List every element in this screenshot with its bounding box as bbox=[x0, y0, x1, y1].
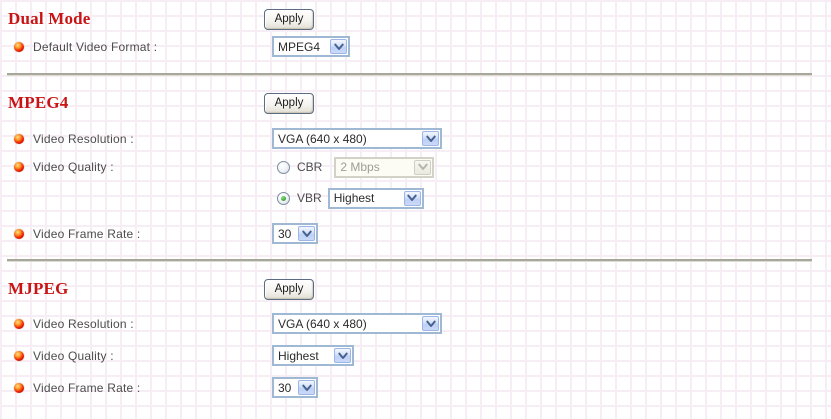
cbr-bitrate-value: 2 Mbps bbox=[340, 160, 380, 174]
mpeg4-video-resolution-select[interactable]: VGA (640 x 480) bbox=[272, 128, 442, 149]
red-orb-bullet-icon bbox=[14, 133, 24, 144]
vbr-quality-value: Highest bbox=[333, 191, 375, 205]
section-mjpeg: MJPEG Apply Video Resolution : VGA (640 … bbox=[0, 278, 831, 398]
mjpeg-apply-button[interactable]: Apply bbox=[264, 278, 314, 300]
section-divider bbox=[7, 73, 812, 76]
mpeg4-video-resolution-row: Video Resolution : VGA (640 x 480) bbox=[14, 128, 831, 149]
mpeg4-video-frame-rate-label: Video Frame Rate : bbox=[33, 226, 141, 241]
mpeg4-video-frame-rate-value: 30 bbox=[278, 226, 292, 241]
mjpeg-video-quality-row: Video Quality : Highest bbox=[14, 345, 831, 366]
mjpeg-video-resolution-select[interactable]: VGA (640 x 480) bbox=[272, 313, 442, 334]
mjpeg-video-resolution-row: Video Resolution : VGA (640 x 480) bbox=[14, 313, 831, 334]
red-orb-bullet-icon bbox=[14, 228, 24, 239]
chevron-down-icon bbox=[330, 39, 347, 54]
section-divider bbox=[7, 259, 812, 262]
mpeg4-video-quality-label: Video Quality : bbox=[33, 160, 114, 174]
red-orb-bullet-icon bbox=[14, 41, 24, 52]
chevron-down-icon bbox=[298, 380, 315, 395]
mpeg4-video-resolution-label: Video Resolution : bbox=[33, 131, 134, 146]
mjpeg-video-frame-rate-labelcol: Video Frame Rate : bbox=[14, 381, 272, 395]
default-video-format-value: MPEG4 bbox=[278, 39, 321, 54]
mpeg4-video-quality-vbr-row: VBR Highest bbox=[14, 187, 831, 209]
chevron-down-icon bbox=[334, 348, 351, 363]
mpeg4-video-frame-rate-labelcol: Video Frame Rate : bbox=[14, 227, 272, 241]
chevron-down-icon bbox=[422, 316, 439, 331]
cbr-radio[interactable] bbox=[277, 160, 290, 174]
dual-mode-title: Dual Mode bbox=[8, 9, 91, 28]
mjpeg-video-frame-rate-select[interactable]: 30 bbox=[272, 377, 318, 398]
red-orb-bullet-icon bbox=[14, 350, 24, 361]
mjpeg-video-quality-value: Highest bbox=[278, 348, 319, 363]
red-orb-bullet-icon bbox=[14, 382, 24, 393]
default-video-format-labelcol: Default Video Format : bbox=[14, 40, 272, 54]
mjpeg-video-resolution-label: Video Resolution : bbox=[33, 316, 134, 331]
mpeg4-header: MPEG4 Apply bbox=[0, 92, 831, 114]
default-video-format-label: Default Video Format : bbox=[33, 39, 158, 54]
vbr-option-group: VBR Highest bbox=[272, 187, 424, 209]
chevron-down-icon bbox=[422, 131, 439, 146]
mjpeg-video-frame-rate-label: Video Frame Rate : bbox=[33, 380, 141, 395]
red-orb-bullet-icon bbox=[14, 162, 24, 172]
mjpeg-header: MJPEG Apply bbox=[0, 278, 831, 300]
chevron-down-icon bbox=[403, 190, 421, 206]
dual-mode-apply-button[interactable]: Apply bbox=[264, 8, 314, 30]
mpeg4-video-quality-cbr-row: Video Quality : CBR 2 Mbps bbox=[14, 156, 831, 178]
chevron-down-icon bbox=[298, 226, 315, 241]
vbr-radio-label: VBR bbox=[297, 191, 322, 205]
vbr-radio[interactable] bbox=[277, 191, 290, 205]
section-mpeg4: MPEG4 Apply Video Resolution : VGA (640 … bbox=[0, 92, 831, 244]
section-dual-mode: Dual Mode Apply Default Video Format : M… bbox=[0, 8, 831, 57]
mpeg4-video-resolution-labelcol: Video Resolution : bbox=[14, 132, 272, 146]
mjpeg-title: MJPEG bbox=[8, 279, 69, 298]
mjpeg-video-resolution-labelcol: Video Resolution : bbox=[14, 317, 272, 331]
mpeg4-video-frame-rate-row: Video Frame Rate : 30 bbox=[14, 223, 831, 244]
default-video-format-row: Default Video Format : MPEG4 bbox=[14, 36, 831, 57]
mjpeg-video-resolution-value: VGA (640 x 480) bbox=[278, 316, 367, 331]
mjpeg-video-frame-rate-row: Video Frame Rate : 30 bbox=[14, 377, 831, 398]
cbr-radio-label: CBR bbox=[297, 160, 323, 174]
mpeg4-apply-button[interactable]: Apply bbox=[264, 92, 314, 114]
mpeg4-title: MPEG4 bbox=[8, 93, 69, 112]
mjpeg-video-quality-labelcol: Video Quality : bbox=[14, 349, 272, 363]
mjpeg-video-quality-label: Video Quality : bbox=[33, 348, 114, 363]
mjpeg-video-quality-select[interactable]: Highest bbox=[272, 345, 354, 366]
dual-mode-header: Dual Mode Apply bbox=[0, 8, 831, 30]
mpeg4-video-resolution-value: VGA (640 x 480) bbox=[278, 131, 367, 146]
mpeg4-video-quality-labelcol: Video Quality : bbox=[14, 160, 272, 174]
vbr-quality-select[interactable]: Highest bbox=[327, 187, 424, 209]
red-orb-bullet-icon bbox=[14, 318, 24, 329]
chevron-down-icon bbox=[414, 159, 432, 175]
mjpeg-video-frame-rate-value: 30 bbox=[278, 380, 292, 395]
cbr-option-group: CBR 2 Mbps bbox=[272, 156, 435, 178]
cbr-bitrate-select: 2 Mbps bbox=[334, 156, 435, 178]
default-video-format-select[interactable]: MPEG4 bbox=[272, 36, 350, 57]
mpeg4-video-frame-rate-select[interactable]: 30 bbox=[272, 223, 318, 244]
